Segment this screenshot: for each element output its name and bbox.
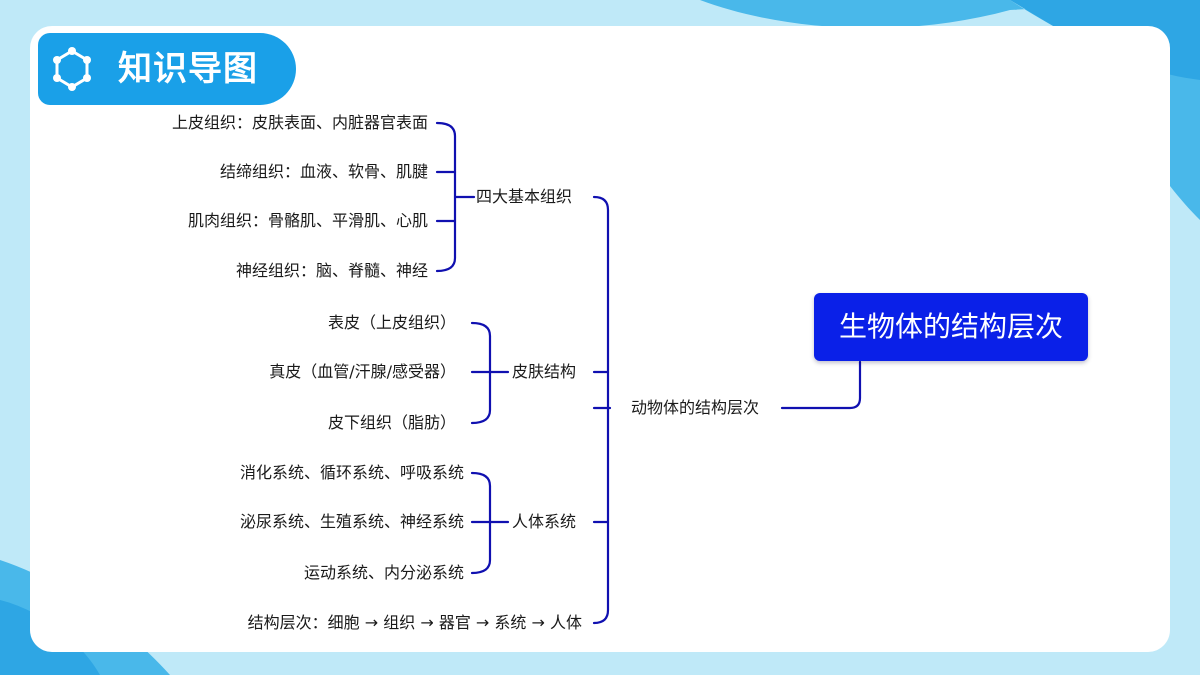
leaf-node: 结缔组织：血液、软骨、肌腱 (219, 162, 428, 181)
leaf-node: 真皮（血管/汗腺/感受器） (269, 362, 456, 381)
root-node: 生物体的结构层次 (814, 293, 1088, 361)
leaf-node: 上皮组织：皮肤表面、内脏器官表面 (171, 113, 428, 132)
section-header: 知识导图 (38, 33, 296, 105)
leaf-node: 皮下组织（脂肪） (327, 413, 456, 432)
leaf-node: 运动系统、内分泌系统 (303, 563, 464, 582)
hexagon-network-icon (53, 47, 91, 91)
leaf-node: 表皮（上皮组织） (327, 313, 456, 332)
branch-node-skin: 皮肤结构 (512, 362, 577, 381)
leaf-node: 神经组织：脑、脊髓、神经 (235, 261, 428, 280)
leaf-node: 泌尿系统、生殖系统、神经系统 (239, 512, 464, 531)
branch-node-tissues: 四大基本组织 (476, 187, 573, 206)
header-title: 知识导图 (118, 49, 258, 89)
leaf-node: 消化系统、循环系统、呼吸系统 (239, 463, 464, 482)
branch-node-systems: 人体系统 (512, 512, 577, 531)
branch-node-hierarchy: 结构层次：细胞 → 组织 → 器官 → 系统 → 人体 (247, 613, 582, 632)
level1-node: 动物体的结构层次 (631, 398, 760, 417)
leaf-node: 肌肉组织：骨骼肌、平滑肌、心肌 (187, 211, 428, 230)
